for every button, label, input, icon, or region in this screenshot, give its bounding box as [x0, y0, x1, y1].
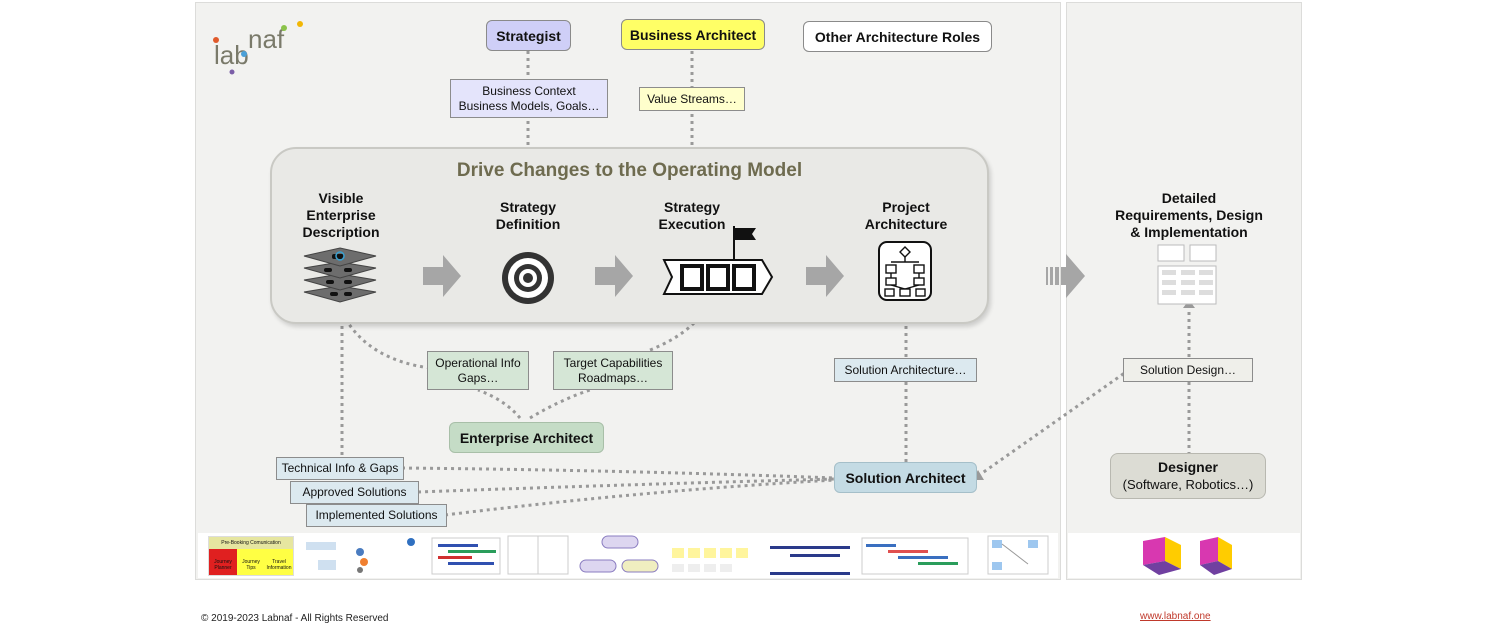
business-architect-role[interactable]: Business Architect [621, 19, 765, 50]
operating-model-box [270, 147, 989, 324]
target-capabilities-line2: Roadmaps… [577, 370, 649, 385]
solution-architect-role[interactable]: Solution Architect [834, 462, 977, 493]
flow-arrow-3 [806, 255, 844, 297]
thumbnail-journey-cells: Journey Planner Journey Tips Travel Info… [209, 549, 293, 575]
detailed-line1: Detailed [1161, 190, 1217, 206]
flow-arrow-2 [595, 255, 633, 297]
solution-design-note: Solution Design… [1123, 358, 1253, 382]
stage-3-line2: Execution [658, 216, 726, 232]
stage-project-architecture: Project Architecture [850, 199, 962, 233]
detailed-line2: Requirements, Design [1115, 207, 1263, 223]
thumbnail-cell-2: Journey Tips [237, 549, 265, 575]
operational-info-line1: Operational Info [435, 355, 521, 370]
operational-info-line2: Gaps… [457, 370, 499, 385]
designer-role[interactable]: Designer (Software, Robotics…) [1110, 453, 1266, 499]
designer-title: Designer [1158, 459, 1218, 475]
stage-2-line1: Strategy [499, 199, 557, 215]
operational-info-note: Operational Info Gaps… [427, 351, 529, 390]
stage-1-line3: Description [302, 224, 380, 240]
stage-strategy-definition: Strategy Definition [472, 199, 584, 233]
detailed-requirements-heading: Detailed Requirements, Design & Implemen… [1096, 190, 1282, 241]
hierarchy-diagram-icon [878, 241, 932, 301]
sysml-logo [1143, 537, 1181, 575]
flow-arrow-1 [423, 255, 461, 297]
thumbnail-strip-graphics [306, 535, 1049, 575]
implemented-solutions-note: Implemented Solutions [306, 504, 447, 527]
business-context-note: Business Context Business Models, Goals… [450, 79, 608, 118]
stage-4-line2: Architecture [864, 216, 948, 232]
target-capabilities-line1: Target Capabilities [563, 355, 663, 370]
stage-1-line1: Visible [318, 190, 364, 206]
labnaf-logo[interactable]: lab naf [212, 20, 307, 75]
stage-visible-enterprise-description: Visible Enterprise Description [285, 190, 397, 241]
approved-solutions-note: Approved Solutions [290, 481, 419, 504]
target-icon [502, 252, 554, 304]
other-architecture-roles[interactable]: Other Architecture Roles [803, 21, 992, 52]
stage-4-line1: Project [882, 199, 930, 215]
stage-3-line1: Strategy [663, 199, 721, 215]
operating-model-title: Drive Changes to the Operating Model [456, 160, 803, 181]
value-streams-note: Value Streams… [639, 87, 745, 111]
stage-1-line2: Enterprise [306, 207, 376, 223]
layers-icon [303, 247, 377, 303]
uml-strip [1068, 533, 1300, 578]
thumbnail-cell-1: Journey Planner [209, 549, 237, 575]
uml-logo [1200, 537, 1232, 575]
labnaf-logo-graphic: lab naf [213, 21, 303, 75]
business-context-line2: Business Models, Goals… [458, 98, 600, 113]
thumbnail-journey[interactable]: Pre-Booking Comunication Journey Planner… [208, 536, 294, 576]
labnaf-website-link[interactable]: www.labnaf.one [1140, 611, 1211, 622]
solution-architecture-note: Solution Architecture… [834, 358, 977, 382]
flow-arrow-to-detailed [1046, 254, 1085, 298]
stage-strategy-execution: Strategy Execution [636, 199, 748, 233]
thumbnail-journey-header: Pre-Booking Comunication [209, 537, 293, 549]
detailed-line3: & Implementation [1130, 224, 1248, 240]
copyright-text: © 2019-2023 Labnaf - All Rights Reserved [201, 613, 389, 624]
roadmap-flag-icon [662, 226, 774, 295]
stage-2-line2: Definition [495, 216, 561, 232]
logo-naf: naf [248, 24, 285, 54]
target-capabilities-note: Target Capabilities Roadmaps… [553, 351, 673, 390]
thumbnail-cell-3: Travel Information [265, 549, 293, 575]
designer-subtitle: (Software, Robotics…) [1122, 477, 1254, 492]
technical-info-note: Technical Info & Gaps [276, 457, 404, 480]
design-documents-thumbnail [1157, 244, 1217, 305]
enterprise-architect-role[interactable]: Enterprise Architect [449, 422, 604, 453]
strategist-role[interactable]: Strategist [486, 20, 571, 51]
business-context-line1: Business Context [482, 83, 576, 98]
